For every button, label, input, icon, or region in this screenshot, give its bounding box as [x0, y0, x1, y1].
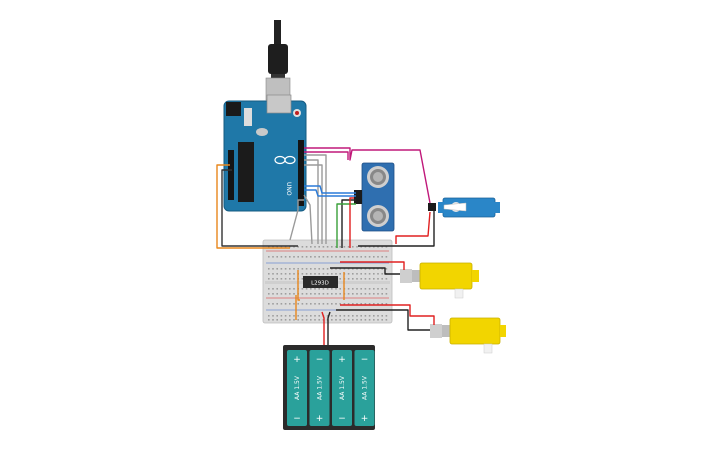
servo-horn [443, 202, 467, 212]
battery-terminal-sign: + [293, 355, 301, 365]
battery-cells: + − AA 1.5V − + AA 1.5V + − AA 1.5V − + AA 1.5V [287, 350, 375, 426]
gray-wire [303, 194, 313, 245]
red-wire [395, 211, 431, 244]
battery-terminal-sign: + [316, 414, 324, 424]
servo-motor[interactable] [428, 197, 500, 218]
battery-pack[interactable]: + − AA 1.5V − + AA 1.5V + − AA 1.5V − + AA 1.5V [283, 345, 375, 430]
black-wire [330, 267, 400, 275]
sensor-header [354, 190, 362, 204]
black-wire [358, 211, 435, 247]
voltage-regulator [244, 108, 252, 126]
battery-cell: − + AA 1.5V [354, 350, 375, 426]
battery-terminal-sign: − [316, 355, 324, 365]
gear-motor-1[interactable] [400, 262, 479, 299]
black-wire [327, 311, 331, 345]
gray-wire [304, 159, 319, 244]
driver-chip-label: L293D [311, 281, 329, 287]
breadboard-holes [268, 246, 388, 321]
blue-wire [304, 185, 356, 194]
power-jack [226, 102, 241, 116]
battery-cell: + − AA 1.5V [287, 350, 307, 426]
usb-cable [265, 20, 291, 101]
blue-wire [304, 189, 356, 197]
battery-cell: − + AA 1.5V [309, 350, 330, 426]
battery-terminal-sign: − [361, 355, 369, 365]
orange-wire [216, 164, 290, 249]
gear-motor-2[interactable] [430, 317, 506, 354]
battery-terminal-sign: + [361, 414, 369, 424]
gray-wire [304, 164, 323, 244]
black-wire [336, 309, 430, 331]
orange-wire [297, 270, 300, 301]
atmega-chip [238, 142, 254, 202]
battery-cell-label: AA 1.5V [317, 375, 324, 400]
arduino-uno-board[interactable]: UNO [223, 94, 307, 212]
digital-header [298, 140, 304, 206]
battery-terminal-sign: − [293, 414, 301, 424]
wires [216, 147, 435, 345]
red-wire [340, 261, 405, 270]
power-header [228, 150, 234, 200]
black-wire [221, 169, 298, 247]
ultrasonic-sensor[interactable] [354, 162, 395, 232]
battery-cell-label: AA 1.5V [339, 375, 346, 400]
red-wire [349, 197, 354, 248]
gray-wire [289, 199, 304, 241]
red-wire [321, 311, 325, 345]
usb-port [266, 94, 292, 114]
magenta-wire [304, 147, 431, 204]
black-wire [341, 199, 356, 248]
battery-cell: + − AA 1.5V [332, 350, 352, 426]
motor-driver-chip[interactable]: L293D [303, 276, 338, 288]
servo-connector [428, 203, 436, 211]
gray-wire [304, 154, 327, 244]
magenta-wire [304, 151, 349, 160]
arduino-infinity-logo-icon [274, 155, 296, 165]
red-wire [340, 304, 435, 325]
battery-cell-label: AA 1.5V [362, 375, 369, 400]
board-label: UNO [285, 182, 292, 196]
battery-terminal-sign: + [338, 355, 346, 365]
battery-terminal-sign: − [338, 414, 346, 424]
battery-cell-label: AA 1.5V [294, 375, 301, 400]
